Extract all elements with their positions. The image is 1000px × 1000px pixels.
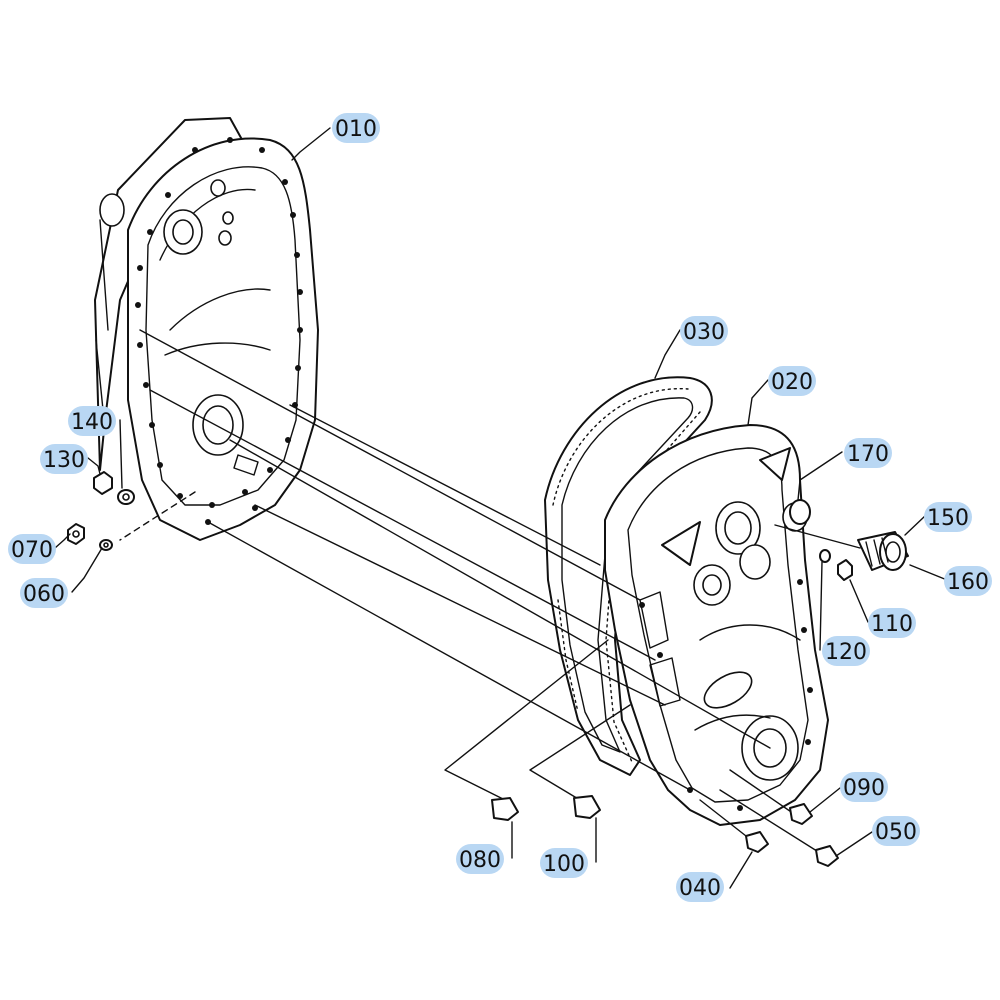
part-090-bolt <box>789 803 813 825</box>
label-080-text: 080 <box>459 848 501 873</box>
label-020: 020 <box>768 366 816 396</box>
label-050-text: 050 <box>875 820 917 845</box>
label-050: 050 <box>872 816 920 846</box>
part-030-gasket <box>544 376 713 776</box>
part-140-washer <box>117 489 135 505</box>
label-140: 140 <box>68 406 116 436</box>
label-130-text: 130 <box>43 448 85 473</box>
label-070: 070 <box>8 534 56 564</box>
label-060-text: 060 <box>23 582 65 607</box>
label-010-text: 010 <box>335 117 377 142</box>
part-040-bolt <box>745 831 769 853</box>
label-110-text: 110 <box>871 612 913 637</box>
part-010-gear-case <box>94 117 319 541</box>
label-120: 120 <box>822 636 870 666</box>
label-030: 030 <box>680 316 728 346</box>
label-080: 080 <box>456 844 504 874</box>
label-170-text: 170 <box>847 442 889 467</box>
label-090-text: 090 <box>843 776 885 801</box>
part-110-bolt <box>837 559 853 581</box>
label-130: 130 <box>40 444 88 474</box>
label-120-text: 120 <box>825 640 867 665</box>
label-040-text: 040 <box>679 876 721 901</box>
label-090: 090 <box>840 772 888 802</box>
label-160-text: 160 <box>947 570 989 595</box>
label-150-text: 150 <box>927 506 969 531</box>
label-020-text: 020 <box>771 370 813 395</box>
label-160: 160 <box>944 566 992 596</box>
part-150-oil-seal <box>857 531 909 571</box>
part-080-bolt <box>491 797 519 821</box>
part-120-washer <box>819 549 831 563</box>
label-150: 150 <box>924 502 972 532</box>
label-040: 040 <box>676 872 724 902</box>
part-070-nut <box>67 523 85 545</box>
label-010: 010 <box>332 113 380 143</box>
label-110: 110 <box>868 608 916 638</box>
assembly-lines <box>119 329 861 859</box>
label-100-text: 100 <box>543 852 585 877</box>
label-060: 060 <box>20 578 68 608</box>
part-130-bolt <box>93 471 113 495</box>
label-070-text: 070 <box>11 538 53 563</box>
label-100: 100 <box>540 848 588 878</box>
part-020-cover <box>604 424 829 826</box>
part-170-plug <box>789 499 811 525</box>
part-100-bolt <box>573 795 601 819</box>
label-030-text: 030 <box>683 320 725 345</box>
part-060-washer <box>99 539 113 551</box>
leader-lines <box>54 127 953 889</box>
part-050-bolt <box>815 845 839 867</box>
label-140-text: 140 <box>71 410 113 435</box>
label-170: 170 <box>844 438 892 468</box>
